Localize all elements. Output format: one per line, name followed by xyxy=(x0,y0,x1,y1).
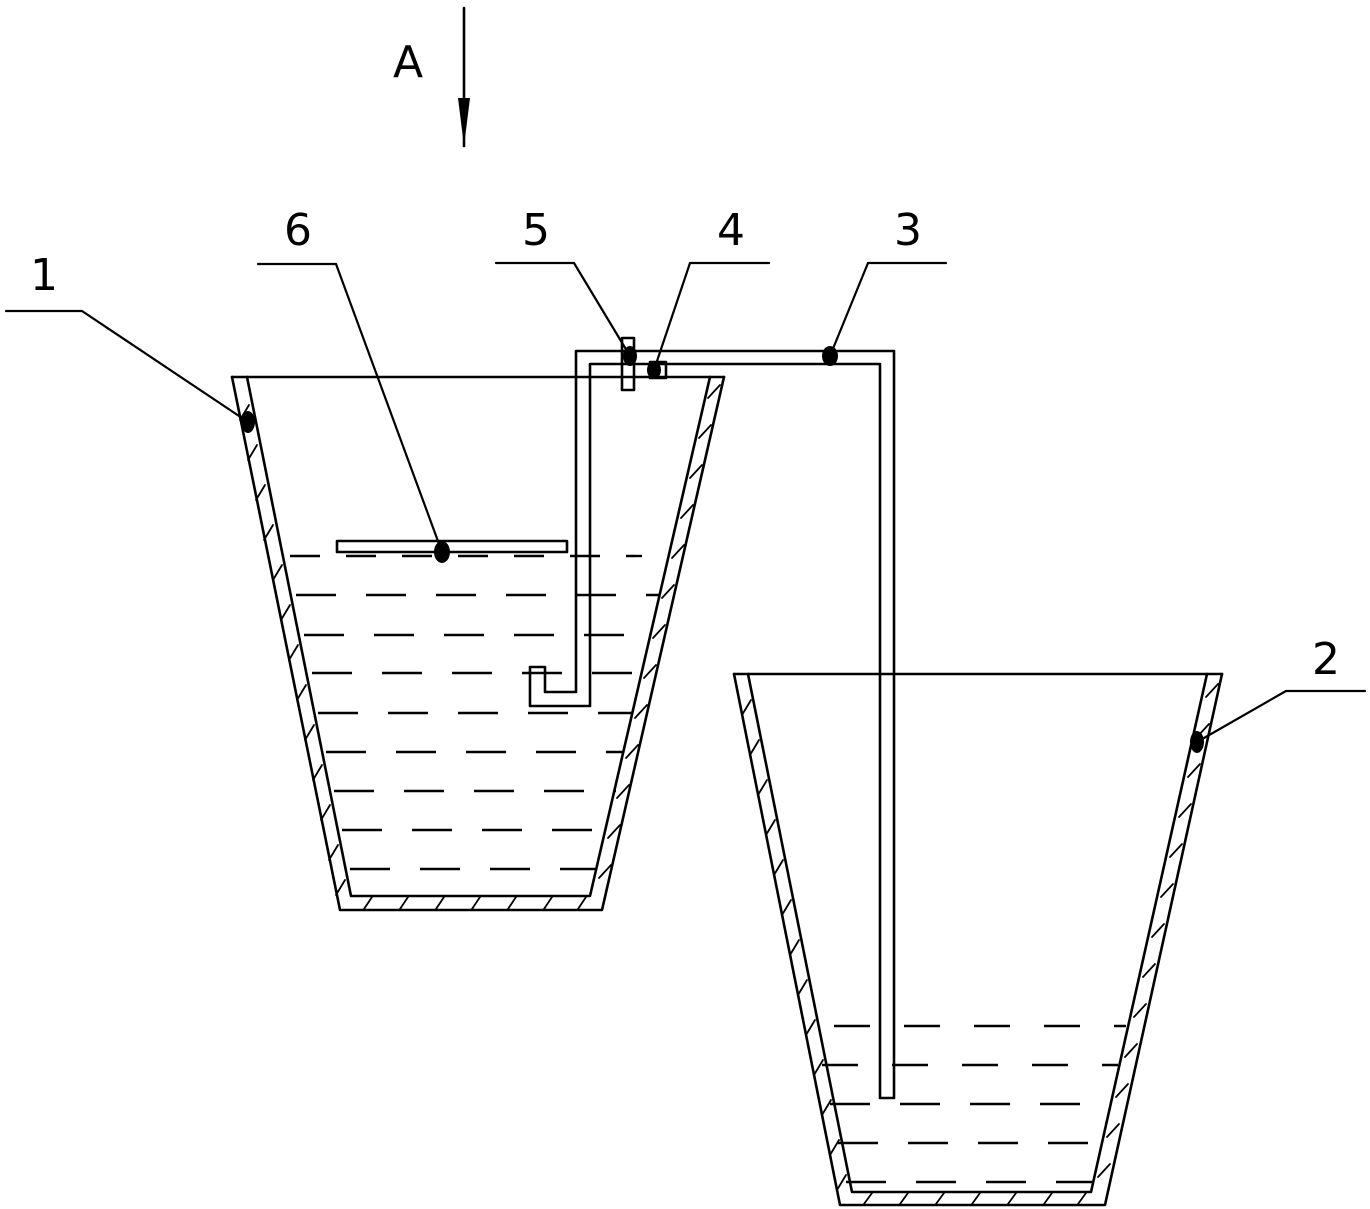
lower-liquid xyxy=(822,1024,1126,1184)
view-arrow: A xyxy=(393,6,470,148)
upper-container xyxy=(230,375,726,912)
lower-container xyxy=(732,672,1224,1207)
view-arrow-label: A xyxy=(393,37,423,88)
callout-label-3: 3 xyxy=(894,205,922,256)
callout-label-1: 1 xyxy=(30,250,58,301)
callout-label-2: 2 xyxy=(1312,634,1340,685)
upper-right-wall-hatch xyxy=(598,384,721,879)
callout-label-5: 5 xyxy=(522,205,550,256)
upper-bottom-hatch xyxy=(363,896,587,910)
callout-label-4: 4 xyxy=(717,205,745,256)
upper-liquid xyxy=(290,554,660,871)
callout-label-6: 6 xyxy=(284,205,312,256)
leader-lines xyxy=(4,261,1367,744)
float-plate xyxy=(335,539,569,554)
lower-bottom-hatch xyxy=(863,1192,1087,1205)
lower-left-wall-hatch xyxy=(741,699,847,1191)
upper-left-wall-hatch xyxy=(239,404,346,896)
lower-right-wall-hatch xyxy=(1097,683,1219,1178)
siphon-tube xyxy=(528,349,896,1100)
